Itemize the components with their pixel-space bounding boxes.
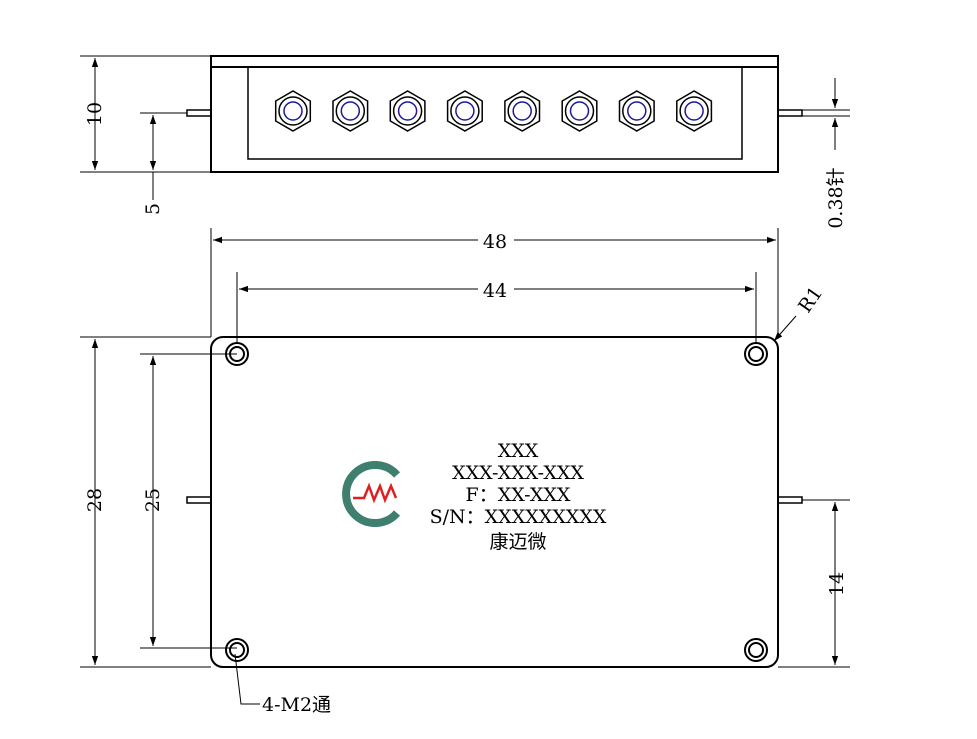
top-view bbox=[186, 55, 803, 173]
front-right-pin bbox=[777, 496, 803, 504]
mounting-hole bbox=[225, 638, 249, 662]
sma-connector bbox=[446, 90, 483, 132]
front-left-pin bbox=[186, 496, 212, 504]
dim-height-label: 28 bbox=[84, 488, 106, 512]
sma-connector bbox=[504, 90, 541, 132]
dim-pin-diameter-label: 0.38针 bbox=[825, 167, 847, 228]
dim-pin-height-label: 5 bbox=[142, 203, 164, 215]
sma-connector bbox=[389, 90, 426, 132]
top-view-body bbox=[210, 55, 779, 173]
label-line-1: XXX bbox=[498, 440, 539, 462]
logo-ring bbox=[342, 461, 401, 527]
sma-connector bbox=[332, 90, 369, 132]
holes-note: 4-M2通 bbox=[262, 694, 331, 716]
label-line-4: S/N：XXXXXXXXX bbox=[430, 506, 607, 528]
company-logo bbox=[342, 461, 401, 527]
dim-pin-height bbox=[140, 112, 187, 200]
dim-hole-spacing-y-label: 25 bbox=[142, 488, 164, 512]
dim-corner-radius bbox=[773, 315, 797, 342]
dim-hole-spacing-y bbox=[140, 353, 237, 649]
dim-width bbox=[210, 228, 779, 337]
dim-width-label: 48 bbox=[483, 231, 507, 253]
left-pin bbox=[186, 109, 212, 117]
sma-connector bbox=[274, 90, 312, 132]
dim-height-top bbox=[80, 55, 211, 173]
dim-height bbox=[80, 336, 211, 668]
dim-pin-offset-label: 14 bbox=[826, 572, 848, 596]
logo-mark bbox=[353, 482, 398, 504]
mounting-hole bbox=[744, 638, 768, 662]
front-view bbox=[186, 336, 803, 668]
sma-connector bbox=[561, 90, 598, 132]
dim-pin-offset bbox=[778, 499, 850, 668]
connector-row bbox=[274, 90, 713, 132]
connector-panel bbox=[247, 66, 743, 160]
label-line-5: 康迈微 bbox=[489, 531, 546, 553]
dim-height-top-label: 10 bbox=[84, 102, 106, 126]
mounting-hole bbox=[744, 342, 768, 366]
label-line-2: XXX-XXX-XXX bbox=[452, 462, 584, 484]
dim-hole-spacing-x-label: 44 bbox=[483, 280, 507, 302]
dim-corner-radius-label: R1 bbox=[794, 283, 827, 317]
dim-hole-spacing-x bbox=[236, 272, 757, 342]
product-label: XXX XXX-XXX-XXX F：XX-XXX S/N：XXXXXXXXX 康… bbox=[430, 440, 607, 553]
dim-pin-diameter bbox=[802, 78, 850, 150]
right-pin bbox=[777, 109, 803, 117]
holes-note-leader bbox=[234, 653, 260, 705]
label-line-3: F：XX-XXX bbox=[466, 484, 571, 506]
sma-connector bbox=[618, 90, 655, 132]
sma-connector bbox=[676, 90, 713, 132]
